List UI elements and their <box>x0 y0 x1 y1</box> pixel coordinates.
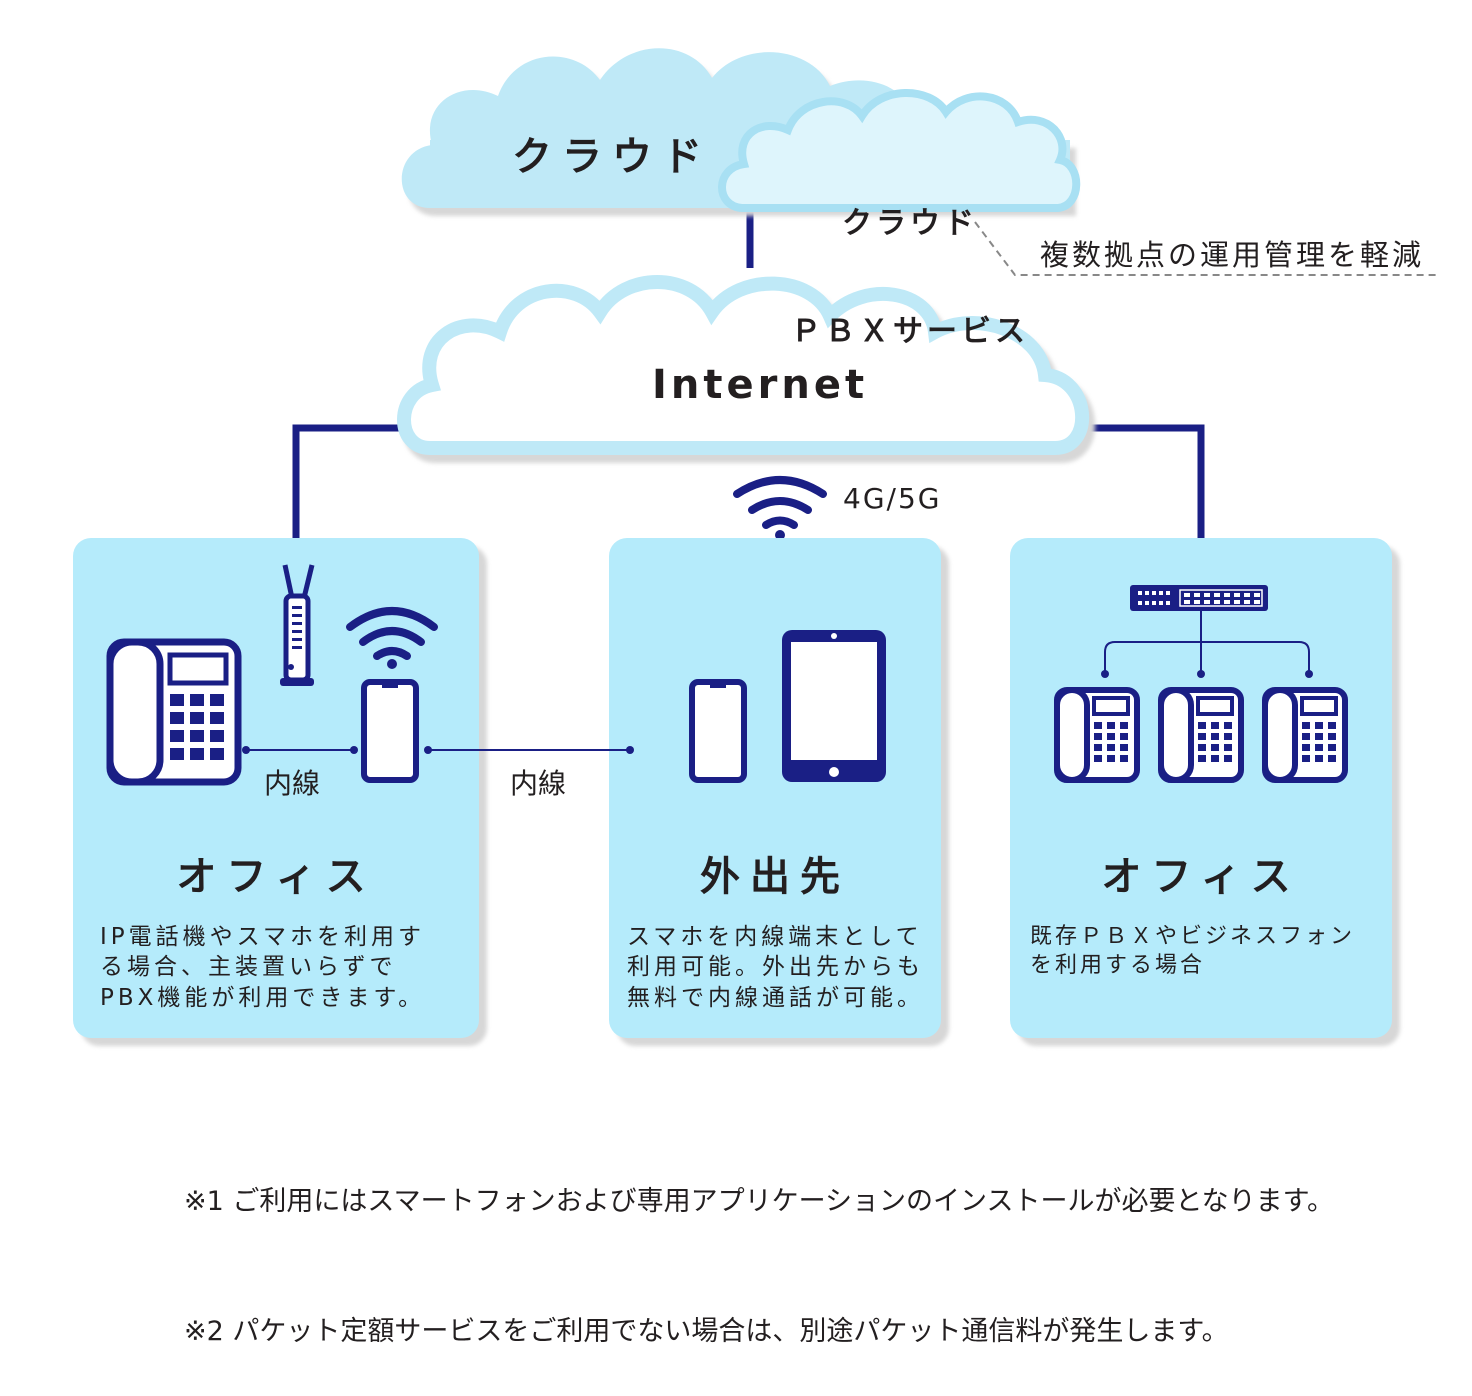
extension-label-2: 内線 <box>510 767 567 800</box>
internet-label: Internet <box>652 362 869 408</box>
internet-to-left-office-line <box>292 424 405 578</box>
business-phone-icon-1 <box>1054 687 1140 783</box>
wifi-icon <box>346 607 438 660</box>
outside-title: 外出先 <box>700 854 850 900</box>
switch-branch-lines <box>1104 611 1310 674</box>
cloud-pbx-line2: ＰＢＸサービス <box>791 314 1029 349</box>
extension-line-2 <box>424 746 634 754</box>
switch-branch-dots <box>1101 670 1313 678</box>
cloud-label: クラウド <box>512 134 712 180</box>
callout-text: 複数拠点の運用管理を軽減 <box>1040 238 1425 272</box>
tablet-icon <box>782 630 886 782</box>
footnotes: ※1 ご利用にはスマートフォンおよび専用アプリケーションのインストールが必要とな… <box>184 1094 1334 1396</box>
extension-label-1: 内線 <box>264 767 321 800</box>
network-switch-icon <box>1130 585 1268 611</box>
mobile-signal-label: 4G/5G <box>843 482 942 515</box>
cloud-pbx-line1: クラウド <box>842 206 978 241</box>
router-icon <box>280 564 315 686</box>
callout-dashed-line <box>974 221 1438 276</box>
ip-phone-icon <box>106 638 242 786</box>
business-phone-icon-2 <box>1158 687 1244 783</box>
right-office-description: 既存ＰＢＸやビジネスフォン を利用する場合 <box>1030 924 1356 979</box>
cloud-pbx-label: クラウド ＰＢＸサービス <box>780 134 1040 386</box>
connection-lines <box>292 208 1205 578</box>
smartphone-icon <box>361 679 419 783</box>
outside-smartphone-icon <box>689 679 747 783</box>
left-office-title: オフィス <box>176 854 376 900</box>
internet-cloud <box>397 275 1090 455</box>
mobile-signal-dot <box>775 530 785 540</box>
right-office-title: オフィス <box>1101 854 1301 900</box>
wifi-dot <box>387 659 397 669</box>
left-office-description: IP電話機やスマホを利用す る場合、主装置いらずで PBX機能が利用できます。 <box>100 924 426 1011</box>
cloud-pbx-cloud <box>718 89 1081 212</box>
business-phone-icon-3 <box>1262 687 1348 783</box>
outside-description: スマホを内線端末として 利用可能。外出先からも 無料で内線通話が可能。 <box>627 924 924 1011</box>
internet-to-right-office-line <box>1080 424 1205 570</box>
footnote-2: ※2 パケット定額サービスをご利用でない場合は、別途パケット通信料が発生します。 <box>184 1315 1229 1347</box>
mobile-signal-icon <box>733 476 827 529</box>
network-diagram <box>73 48 1438 1038</box>
extension-line-1 <box>242 746 358 754</box>
